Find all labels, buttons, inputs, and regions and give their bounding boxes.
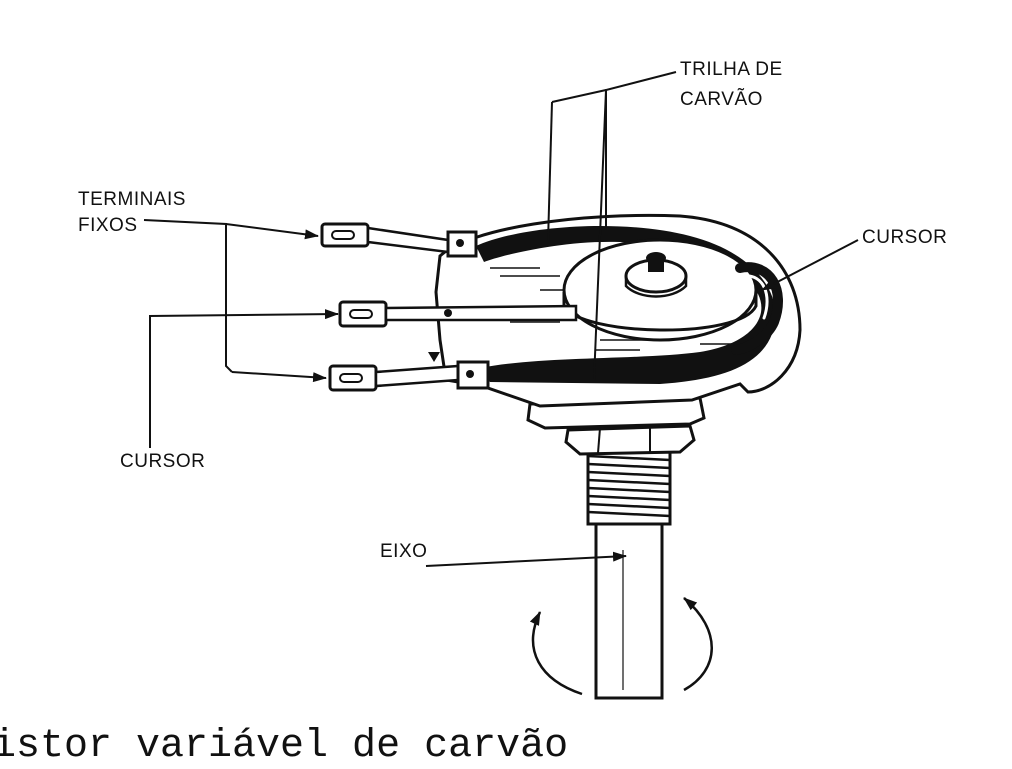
label-trilha-line2: CARVÃO [680, 89, 763, 110]
threaded-bushing [586, 446, 672, 526]
label-cursor-left: CURSOR [120, 451, 206, 472]
rotor-disk [562, 238, 758, 342]
label-eixo: EIXO [380, 541, 428, 562]
leader-terminais [143, 219, 327, 383]
terminal-fixed-top [320, 222, 478, 258]
terminal-wiper [338, 300, 578, 328]
leader-eixo [425, 551, 627, 567]
potentiometer-diagram [143, 71, 859, 700]
terminal-fixed-bottom [328, 352, 490, 392]
hex-nut [564, 424, 696, 456]
leader-cursor-left [149, 309, 339, 448]
rotation-arrow-left [529, 611, 583, 696]
rotation-arrow-right [683, 597, 713, 692]
label-trilha-line1: TRILHA DE [680, 59, 783, 80]
label-terminais-line1: TERMINAIS [78, 189, 186, 210]
figure-caption: istor variável de carvão [0, 724, 569, 769]
carbon-track [476, 225, 776, 384]
label-terminais-line2: FIXOS [78, 215, 138, 236]
label-cursor-right: CURSOR [862, 227, 948, 248]
shaft [594, 518, 664, 700]
leader-trilha [547, 71, 677, 381]
leader-cursor-right [761, 239, 859, 291]
